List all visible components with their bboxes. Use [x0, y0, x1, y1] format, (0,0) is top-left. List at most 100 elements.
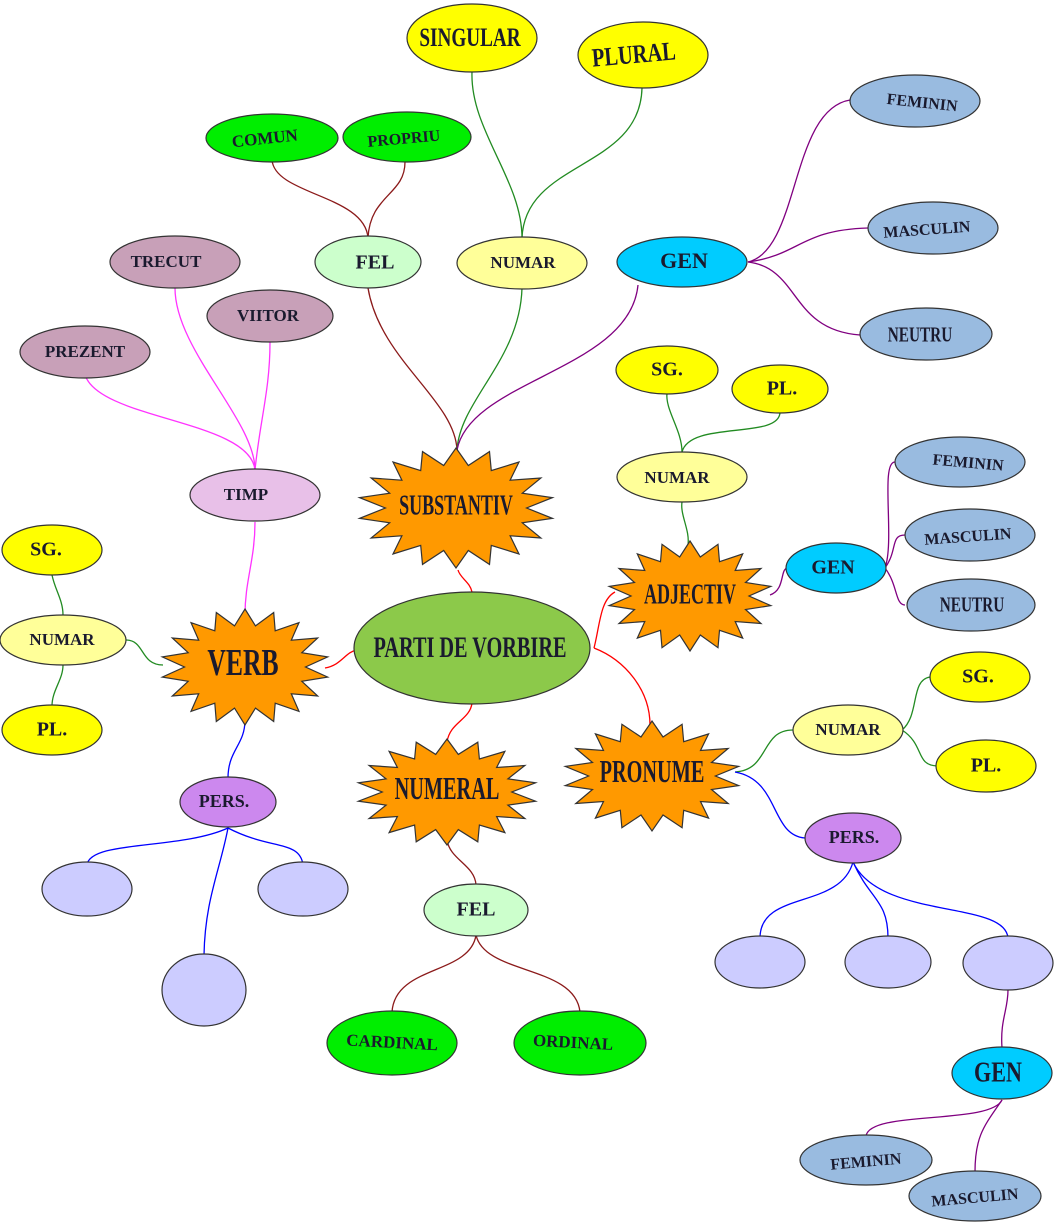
edge-anumar-sg: [666, 392, 683, 453]
edge-agen-masculin: [884, 534, 906, 569]
verb-sg-node[interactable]: SG.: [1, 524, 103, 576]
edge-adjectiv-gen: [769, 567, 788, 596]
edge-verb-numar: [125, 639, 164, 666]
timp-label: TIMP: [224, 485, 268, 504]
numeral-fel-node[interactable]: FEL: [423, 883, 529, 937]
pronume-masculin-node[interactable]: MASCULIN: [908, 1170, 1042, 1222]
substantiv-numar-node[interactable]: NUMAR: [456, 236, 588, 290]
verb-pers-empty-slot[interactable]: [257, 861, 349, 917]
substantiv-neutru-node[interactable]: NEUTRU: [859, 307, 993, 361]
edge-gen-feminin: [747, 99, 851, 263]
pronume-feminin-node[interactable]: FEMININ: [799, 1134, 933, 1186]
verb-pl-node[interactable]: PL.: [1, 704, 103, 756]
edge-pnumar-pl: [901, 729, 938, 767]
edge-substantiv-numar: [456, 287, 523, 451]
propriu-node[interactable]: PROPRIU: [342, 111, 472, 163]
adjectiv-masculin-label: MASCULIN: [924, 526, 1013, 549]
viitor-node[interactable]: VIITOR: [206, 289, 334, 343]
adjectiv-masculin-node[interactable]: MASCULIN: [904, 508, 1036, 562]
edge-timp-viitor: [254, 341, 271, 471]
verb-sg-label: SG.: [30, 539, 62, 561]
edge-root-verb: [324, 649, 358, 669]
pronume-label[interactable]: PRONUME: [600, 755, 705, 789]
edge-ppers-slot3: [852, 861, 1009, 939]
edge-anumar-pl: [681, 411, 781, 453]
adjectiv-gen-label: GEN: [811, 557, 855, 579]
singular-node[interactable]: SINGULAR: [406, 3, 538, 73]
verb-numar-node[interactable]: NUMAR: [0, 614, 127, 666]
substantiv-fel-label: FEL: [356, 252, 395, 274]
substantiv-label[interactable]: SUBSTANTIV: [399, 491, 513, 522]
verb-numar-label: NUMAR: [29, 630, 95, 649]
edge-pronume-pers: [734, 771, 806, 839]
pronume-pers-empty-slot[interactable]: [714, 935, 806, 989]
adjectiv-feminin-node[interactable]: FEMININ: [894, 436, 1026, 488]
verb-pers-label: PERS.: [199, 791, 250, 811]
edge-fel-comun: [271, 159, 369, 239]
verb-label[interactable]: VERB: [207, 642, 278, 684]
edge-verb-pers: [227, 719, 246, 779]
verb-pl-label: PL.: [37, 719, 68, 741]
edge-vpers-slot1: [86, 827, 229, 866]
adjectiv-label[interactable]: ADJECTIV: [644, 580, 736, 611]
plural-node[interactable]: PLURAL: [577, 21, 709, 89]
edge-vpers-slot2: [227, 827, 304, 866]
edge-gen-neutru: [747, 261, 861, 336]
trecut-node[interactable]: TRECUT: [109, 235, 241, 289]
edge-root-adjectiv: [593, 591, 616, 649]
edge-agen-feminin: [884, 461, 896, 569]
pronume-pers-empty-slot[interactable]: [962, 935, 1054, 991]
edge-gen-masculin: [747, 227, 869, 263]
substantiv-feminin-node[interactable]: FEMININ: [849, 74, 981, 128]
substantiv-fel-node[interactable]: FEL: [314, 235, 422, 289]
edge-adjectiv-numar: [681, 501, 689, 546]
adjectiv-numar-node[interactable]: NUMAR: [616, 451, 748, 503]
root-node[interactable]: PARTI DE VORBIRE: [353, 591, 591, 705]
edge-numar-plural: [521, 87, 643, 239]
adjectiv-feminin-label: FEMININ: [932, 452, 1005, 475]
pronume-pers-node[interactable]: PERS.: [804, 812, 902, 864]
ordinal-node[interactable]: ORDINAL: [513, 1010, 647, 1076]
substantiv-neutru-label: NEUTRU: [888, 324, 953, 347]
verb-pers-node[interactable]: PERS.: [179, 776, 277, 828]
cardinal-node[interactable]: CARDINAL: [326, 1010, 458, 1076]
substantiv-masculin-node[interactable]: MASCULIN: [867, 201, 999, 255]
adjectiv-neutru-node[interactable]: NEUTRU: [906, 578, 1036, 632]
pronume-gen-node[interactable]: GEN: [951, 1046, 1053, 1100]
substantiv-burst: [357, 446, 555, 570]
comun-node[interactable]: COMUN: [205, 113, 339, 163]
edge-root-pronume: [593, 647, 651, 726]
verb-pers-empty-slot[interactable]: [161, 953, 247, 1027]
adjectiv-gen-node[interactable]: GEN: [785, 542, 887, 594]
edge-substantiv-gen: [456, 284, 639, 451]
pronume-numar-node[interactable]: NUMAR: [792, 704, 904, 756]
edge-vpers-slot3: [203, 827, 229, 956]
pronume-pl-label: PL.: [971, 755, 1002, 777]
bursts: [160, 446, 773, 847]
timp-node[interactable]: TIMP: [189, 468, 321, 522]
plural-label: PLURAL: [591, 37, 677, 73]
edge-fel-propriu: [367, 161, 406, 239]
edge-substantiv-fel: [367, 287, 458, 451]
verb-burst: [160, 607, 330, 727]
pronume-pl-node[interactable]: PL.: [935, 739, 1037, 793]
adjectiv-sg-node[interactable]: SG.: [615, 345, 719, 395]
pronume-sg-label: SG.: [962, 666, 994, 688]
pronume-sg-node[interactable]: SG.: [929, 651, 1031, 703]
edge-vnumar-sg: [51, 574, 64, 616]
numeral-label[interactable]: NUMERAL: [395, 772, 500, 806]
edge-nfel-cardinal: [391, 934, 477, 1013]
substantiv-masculin-label: MASCULIN: [883, 219, 972, 242]
prezent-node[interactable]: PREZENT: [19, 325, 151, 379]
adjectiv-pl-node[interactable]: PL.: [731, 364, 829, 414]
substantiv-gen-node[interactable]: GEN: [616, 236, 748, 288]
pronume-feminin-label: FEMININ: [830, 1151, 903, 1174]
edge-numar-singular: [471, 71, 523, 239]
pronume-pers-empty-slot[interactable]: [844, 935, 932, 989]
edge-ppers-slot2: [852, 861, 889, 939]
verb-pers-empty-slot[interactable]: [41, 861, 133, 917]
edge-numeral-fel: [446, 839, 477, 886]
adjectiv-pl-label: PL.: [767, 378, 798, 400]
